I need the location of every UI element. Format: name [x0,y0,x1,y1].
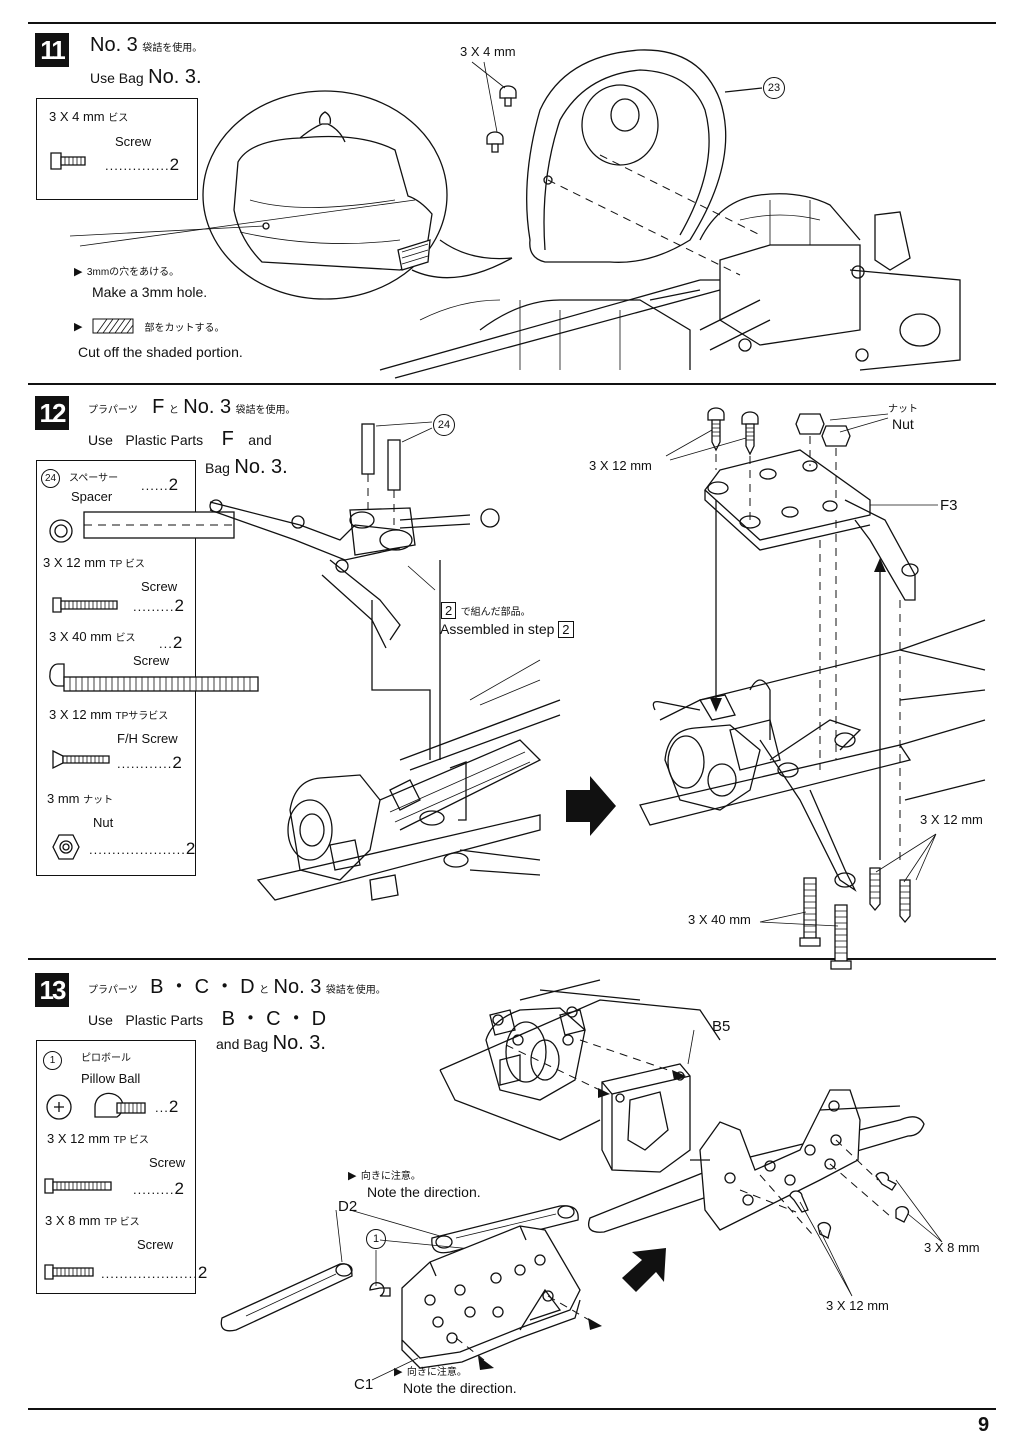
part-name: Pillow Ball [81,1071,141,1086]
nut-icon [52,834,80,860]
note-hole-en: Make a 3mm hole. [92,284,208,300]
divider-11-12 [28,383,996,385]
shaded-portion-icon [92,318,134,334]
part-qty-line: ...2 [155,1097,179,1116]
step2-note: 2 で組んだ部品。 [441,602,531,620]
label-3x12-right: 3 X 12 mm [920,812,983,827]
heading-bag: No. 3. [148,66,202,88]
label-3x12-top: 3 X 12 mm [589,458,652,473]
part-qty-line: .....................2 [89,839,196,858]
part-jp: ピロボール [81,1053,131,1064]
bottom-rule [28,1408,996,1410]
part-name: Screw [133,653,170,668]
divider-12-13 [28,958,996,960]
label-c1: C1 [354,1376,374,1393]
heading-use: Use Bag [90,70,144,86]
callout-24: 24 [433,414,455,436]
step-heading-line1: No. 3 袋詰を使用。 [90,34,202,57]
part-size: 3 X 12 mm TP ビス [47,1131,149,1146]
callout-1: 1 [366,1229,386,1249]
part-name: Screw [141,579,178,594]
note-cut-jp: 部をカットする。 [144,322,225,334]
step13-illustration [220,979,943,1381]
step-number: 12 [35,396,69,430]
part-size: 3 X 4 mm ビス [49,109,129,124]
callout-screw-3x4: 3 X 4 mm [460,44,516,59]
step2-note-en: Assembled in step 2 [440,621,574,638]
bag-number: No. 3 [90,34,138,56]
part-qty-line: ..............2 [105,155,180,174]
note-hole: ▶ 3mmの穴をあける。 [74,266,180,278]
part-jp: スペーサー [69,473,119,484]
label-3x12: 3 X 12 mm [826,1298,889,1313]
callout-part-23: 23 [763,77,785,99]
step-heading-line1: プラパーツ F と No. 3 袋詰を使用。 [88,396,296,418]
part-qty: 2 [169,155,180,174]
part-qty-line: ......2 [141,475,179,494]
step12-illustration [209,407,986,970]
part-name: Screw [115,134,152,149]
parts-box: 24 スペーサー ......2 Spacer 3 X 12 mm TP ビス … [36,460,196,876]
step-heading-line1: プラパーツ B ・ C ・ D と No. 3 袋詰を使用。 [88,976,386,998]
parts-box: 1 ピロボール Pillow Ball ...2 3 X 12 mm TP ビス… [36,1040,207,1294]
tp-screw-short-icon [44,1264,94,1280]
step-number: 11 [35,33,69,67]
part-name: F/H Screw [117,731,178,746]
part-qty-line: .........2 [133,1179,184,1198]
parts-box: 3 X 4 mm ビス Screw ..............2 [36,98,198,200]
part-name: Screw [149,1155,186,1170]
part-qty-line: .........2 [133,596,184,615]
part-name: Spacer [71,489,113,504]
part-size: 3 X 12 mm TPサラビス [49,707,169,722]
tp-screw-icon [52,597,118,613]
part-size: 3 X 8 mm TP ビス [45,1213,140,1228]
pillow-ball-icon [46,1092,146,1120]
label-b5: B5 [712,1018,731,1035]
label-f3: F3 [940,497,958,514]
step-heading-line3: Bag No. 3. [205,456,288,478]
part-qty-line: ...2 [159,633,183,652]
label-3x40: 3 X 40 mm [688,912,751,927]
step-heading-line3: and Bag No. 3. [216,1032,326,1054]
note-direction-top: ▶ 向きに注意。 [348,1170,421,1182]
step-heading-line2: Use Plastic Parts F and [88,428,272,450]
fh-screw-icon [52,749,110,770]
tp-screw-icon [44,1178,112,1194]
screw-icon [50,152,86,170]
part-ref-1: 1 [43,1051,62,1070]
step-heading-line2: Use Bag No. 3. [90,66,202,89]
heading-jp: 袋詰を使用。 [142,43,203,54]
part-name: Nut [93,815,114,830]
note-hole-jp: 3mmの穴をあける。 [86,267,180,278]
note-cut-en: Cut off the shaded portion. [78,344,243,360]
label-nut: Nut [892,416,914,432]
part-size: 3 X 12 mm TP ビス [43,555,145,570]
part-qty-line: .....................2 [101,1263,208,1282]
part-drawings-ext [49,511,259,692]
note-direction-bot: ▶ 向きに注意。 [394,1366,467,1378]
note-direction-bot-en: Note the direction. [403,1380,517,1396]
part-name: Screw [137,1237,174,1252]
part-size: 3 X 40 mm ビス [49,629,136,644]
note-direction-top-en: Note the direction. [367,1184,481,1200]
part-ref-24: 24 [41,469,60,488]
part-size: 3 mm ナット [47,791,114,806]
spacer-icon [49,519,73,543]
step-heading-line2: Use Plastic Parts B ・ C ・ D [88,1008,327,1030]
step-number: 13 [35,973,69,1007]
step11-illustration [69,49,961,379]
label-nut-jp: ナット [888,404,918,415]
page-number: 9 [978,1414,990,1436]
note-cut: ▶ 部をカットする。 [74,318,224,334]
label-3x8: 3 X 8 mm [924,1240,980,1255]
part-qty-line: ............2 [117,753,182,772]
top-rule [28,22,996,24]
